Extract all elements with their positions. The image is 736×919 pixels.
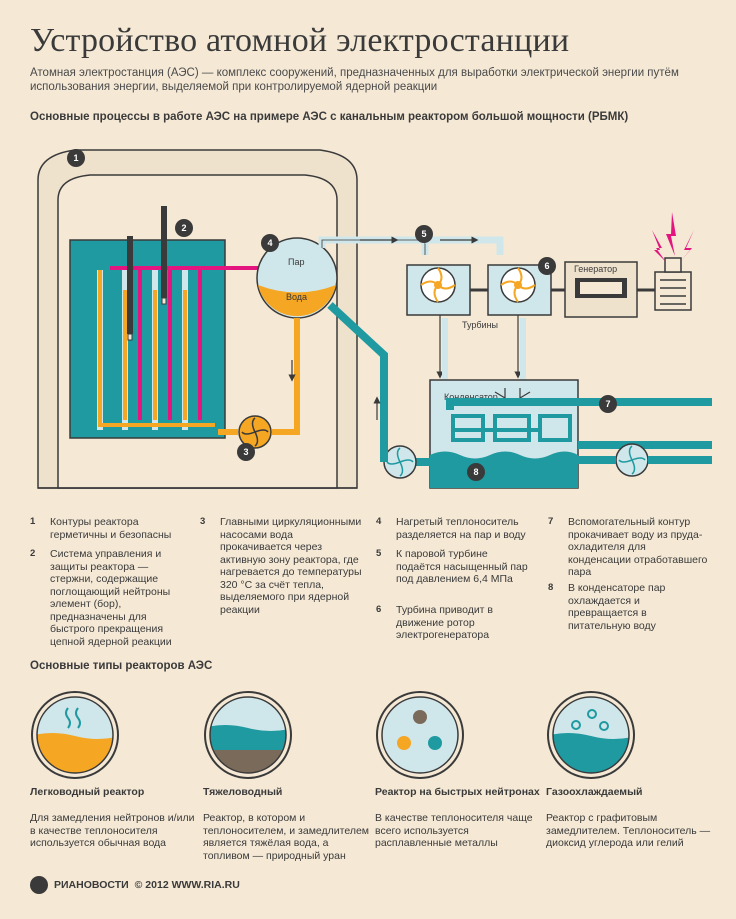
reactor-type-light-water: Легководный реактор Для замедления нейтр…	[30, 690, 194, 849]
reactor-type-desc: Реактор, в котором и теплоносителем, и з…	[203, 812, 370, 862]
reactor-type-desc: Реактор с графитовым замедлителем. Тепло…	[546, 812, 711, 849]
light-water-reactor-icon	[31, 691, 119, 779]
reactor-type-fast-neutron: Реактор на быстрых нейтронах В качестве …	[375, 690, 540, 849]
turbine-1	[406, 264, 471, 316]
turbines-label: Турбины	[462, 320, 498, 330]
marker-6: 6	[544, 261, 549, 271]
control-rod	[161, 206, 167, 298]
gas-cooled-reactor-icon	[547, 691, 635, 779]
ria-logo-icon	[30, 876, 48, 894]
control-rod	[127, 236, 133, 334]
reactor-type-desc: Для замедления нейтронов и/или в качеств…	[30, 812, 195, 849]
fast-neutron-reactor-icon	[376, 691, 464, 779]
footer: РИАНОВОСТИ © 2012 WWW.RIA.RU	[30, 876, 240, 894]
heavy-water-reactor-icon	[204, 691, 292, 779]
condenser: Конденсатор	[429, 379, 579, 489]
marker-5: 5	[421, 229, 426, 239]
reactor-type-name: Тяжеловодный	[203, 786, 283, 798]
marker-8: 8	[473, 467, 478, 477]
generator: Генератор	[564, 261, 638, 318]
page-subtitle: Атомная электростанция (АЭС) — комплекс …	[30, 67, 679, 93]
footer-brand: РИАНОВОСТИ	[54, 879, 129, 891]
reactor-type-name: Легководный реактор	[30, 786, 145, 798]
rbmk-process-diagram: Пар Вода Турбины Генератор	[37, 149, 712, 489]
electricity-lightning-icon	[652, 212, 694, 262]
marker-2: 2	[181, 223, 186, 233]
reactor-type-name: Реактор на быстрых нейтронах	[375, 786, 540, 798]
page-title: Устройство атомной электростанции	[30, 22, 570, 59]
types-section-title: Основные типы реакторов АЭС	[30, 660, 213, 672]
condenser-label: Конденсатор	[444, 392, 498, 402]
reactor-type-name: Газоохлаждаемый	[546, 786, 643, 798]
marker-4: 4	[267, 238, 272, 248]
reactor-type-desc: В качестве теплоносителя чаще всего испо…	[375, 812, 533, 849]
generator-label: Генератор	[574, 264, 617, 274]
footer-copyright[interactable]: © 2012 WWW.RIA.RU	[134, 879, 240, 891]
water-label: Вода	[286, 292, 307, 302]
steam-label: Пар	[288, 257, 304, 267]
diagram-section-title: Основные процессы в работе АЭС на пример…	[30, 111, 629, 123]
marker-7: 7	[605, 399, 610, 409]
power-output-insulator	[654, 257, 692, 311]
reactor-type-heavy-water: Тяжеловодный Реактор, в котором и теплон…	[203, 690, 369, 862]
marker-3: 3	[243, 447, 248, 457]
reactor-type-gas-cooled: Газоохлаждаемый Реактор с графитовым зам…	[546, 690, 710, 849]
turbine-2	[487, 264, 552, 316]
marker-1: 1	[73, 153, 78, 163]
